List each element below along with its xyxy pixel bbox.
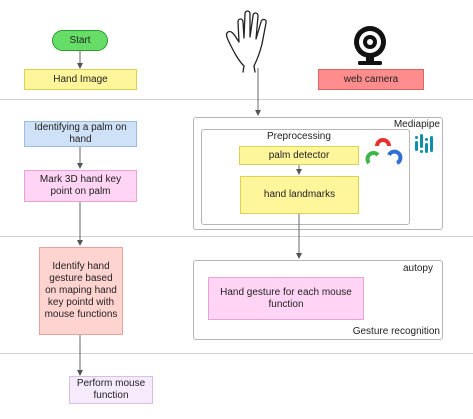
mark-3d-node: Mark 3D hand key point on palm [24,170,137,202]
perform-mouse-node: Perform mouse function [69,376,153,404]
hand-image-node: Hand Image [24,69,137,90]
lane-separator-2 [0,236,473,237]
gesture-recognition-label: Gesture recognition [352,326,440,337]
start-node: Start [52,30,108,51]
preprocessing-label: Preprocessing [267,131,331,142]
mediapipe-label: Mediapipe [393,119,440,130]
web-camera-node: web camera [318,69,424,90]
lane-separator-3 [0,353,473,354]
hand-gesture-each-node: Hand gesture for each mouse function [208,277,364,320]
lane-separator-1 [0,99,473,100]
identify-palm-node: Identifying a palm on hand [24,121,137,147]
autopy-label: autopy [402,263,433,274]
hand-landmarks-node: hand landmarks [240,176,359,214]
identify-gesture-node: Identify hand gesture based on maping ha… [39,247,123,335]
palm-detector-node: palm detector [239,146,359,165]
